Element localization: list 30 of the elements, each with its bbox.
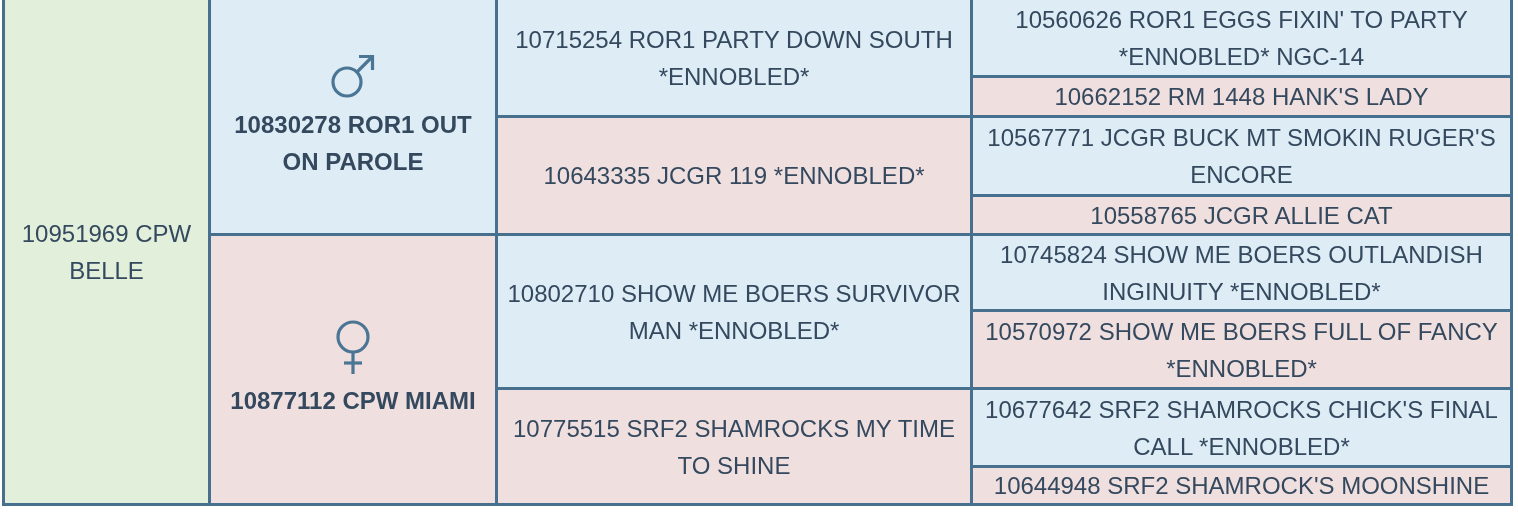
pedigree-cell bbox=[2, 0, 211, 506]
pedigree-cell bbox=[495, 115, 973, 236]
animal-name: 10775515 SRF2 SHAMROCKS MY TIME TO SHINE bbox=[512, 413, 956, 481]
animal-name: 10570972 SHOW ME BOERS FULL OF FANCY *ENNOBLED* bbox=[984, 316, 1499, 384]
pedigree-cell bbox=[495, 0, 973, 118]
animal-name: 10877112 CPW MIAMI bbox=[230, 386, 476, 416]
animal-name: 10830278 ROR1 OUT ON PAROLE bbox=[233, 110, 473, 177]
animal-name: 10643335 JCGR 119 *ENNOBLED* bbox=[543, 161, 925, 191]
pedigree-cell bbox=[495, 233, 973, 390]
pedigree-cell bbox=[208, 233, 498, 506]
animal-name: 10715254 ROR1 PARTY DOWN SOUTH *ENNOBLED* bbox=[514, 24, 954, 92]
animal-name: 10558765 JCGR ALLIE CAT bbox=[1090, 200, 1393, 231]
animal-name: 10677642 SRF2 SHAMROCKS CHICK'S FINAL CALL *ENNOBLED* bbox=[984, 394, 1499, 462]
animal-name: 10560626 ROR1 EGGS FIXIN' TO PARTY *ENNOBLED* NGC-14 bbox=[1014, 4, 1469, 72]
animal-name: 10802710 SHOW ME BOERS SURVIVOR MAN *ENNOBLED* bbox=[506, 278, 962, 346]
pedigree-cell bbox=[970, 194, 1513, 236]
pedigree-cell bbox=[970, 387, 1513, 468]
pedigree-cell bbox=[495, 387, 973, 506]
pedigree-cell bbox=[970, 309, 1513, 390]
animal-name: 10745824 SHOW ME BOERS OUTLANDISH INGINUITY *ENNOBLED* bbox=[999, 239, 1484, 307]
animal-name: 10567771 JCGR BUCK MT SMOKIN RUGER'S ENCORE bbox=[986, 123, 1497, 190]
animal-name: 10951969 CPW BELLE bbox=[20, 218, 193, 286]
pedigree-cell bbox=[970, 115, 1513, 197]
pedigree-cell bbox=[208, 0, 498, 236]
pedigree-cell bbox=[970, 75, 1513, 118]
animal-name: 10644948 SRF2 SHAMROCK'S MOONSHINE bbox=[993, 471, 1490, 501]
pedigree-cell bbox=[970, 233, 1513, 312]
animal-name: 10662152 RM 1448 HANK'S LADY bbox=[1054, 82, 1429, 112]
pedigree-cell bbox=[970, 465, 1513, 506]
pedigree-cell bbox=[970, 0, 1513, 78]
